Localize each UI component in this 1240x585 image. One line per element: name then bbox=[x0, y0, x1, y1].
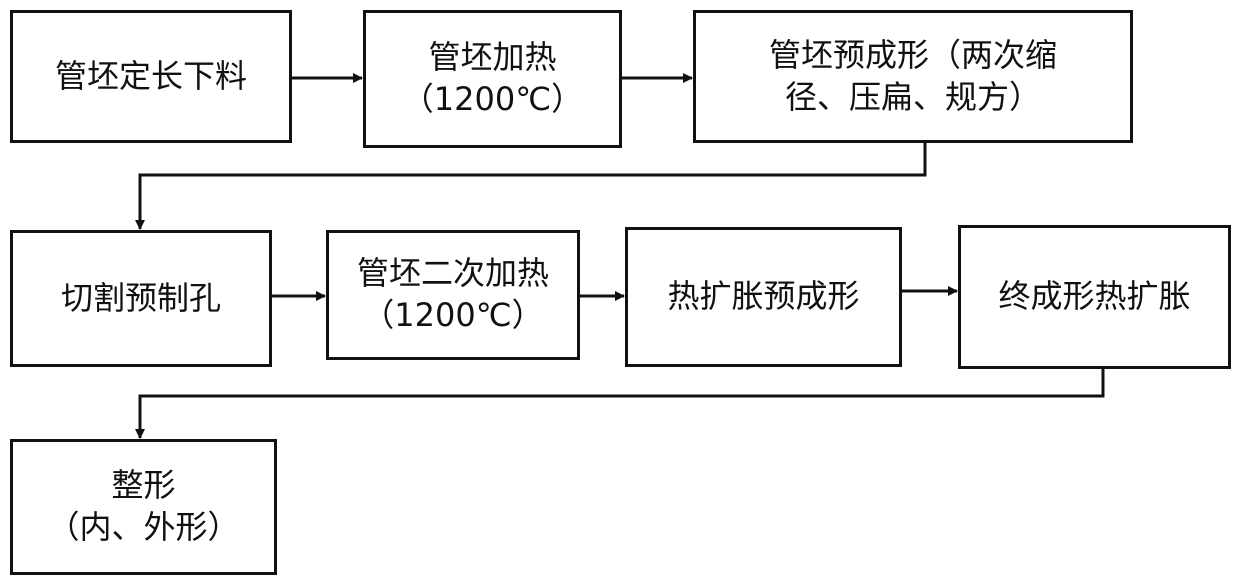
step-label: 热扩胀预成形 bbox=[667, 276, 859, 318]
step-hot-expansion-preforming: 热扩胀预成形 bbox=[625, 227, 902, 367]
step-temperature: （1200℃） bbox=[362, 295, 543, 337]
step-label: 管坯加热 bbox=[428, 37, 556, 79]
step-pipe-cut-to-length: 管坯定长下料 bbox=[10, 10, 292, 143]
step-label: 管坯定长下料 bbox=[55, 56, 247, 98]
step-shaping: 整形 （内、外形） bbox=[10, 439, 277, 575]
step-detail: （内、外形） bbox=[47, 507, 239, 549]
step-label: 管坯二次加热 bbox=[357, 253, 549, 295]
arrow-s7-to-s8 bbox=[140, 369, 1103, 438]
step-final-hot-expansion: 终成形热扩胀 bbox=[958, 225, 1231, 369]
step-cut-prefabricated-hole: 切割预制孔 bbox=[10, 230, 272, 367]
step-label: 整形 bbox=[111, 465, 175, 507]
arrow-s3-to-s4 bbox=[140, 143, 925, 229]
step-detail: 径、压扁、规方） bbox=[785, 77, 1041, 119]
step-label: 管坯预成形（两次缩 bbox=[769, 35, 1057, 77]
step-pipe-second-heating: 管坯二次加热 （1200℃） bbox=[326, 230, 580, 360]
step-pipe-preforming: 管坯预成形（两次缩 径、压扁、规方） bbox=[693, 10, 1133, 143]
step-pipe-heating: 管坯加热 （1200℃） bbox=[363, 10, 622, 148]
step-label: 终成形热扩胀 bbox=[998, 276, 1190, 318]
step-label: 切割预制孔 bbox=[61, 278, 221, 320]
step-temperature: （1200℃） bbox=[402, 79, 583, 121]
